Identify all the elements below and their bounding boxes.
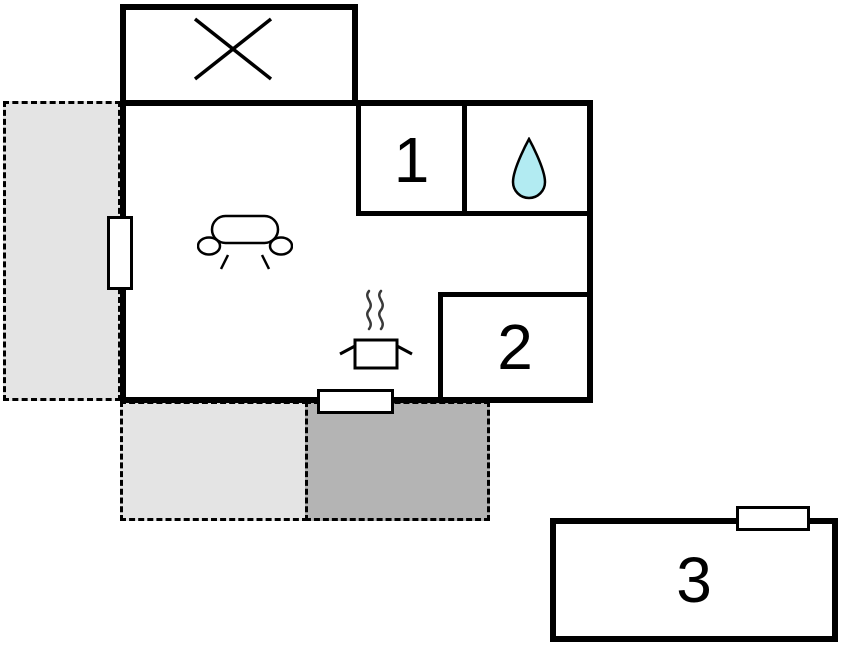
- wall-room1-right: [462, 106, 467, 216]
- building-3: 3: [550, 518, 838, 642]
- window-left-wall: [107, 216, 133, 290]
- window-bottom-wall: [317, 389, 394, 414]
- cooking-pot-icon: [339, 289, 413, 370]
- terrace-left: [3, 101, 121, 401]
- wall-room2-top: [438, 292, 587, 297]
- wall-room2-left: [438, 292, 443, 397]
- room-1-label: 1: [393, 124, 430, 196]
- terrace-bottom-light: [120, 401, 308, 521]
- wall-room1-left: [356, 106, 361, 216]
- sofa-icon: [197, 214, 293, 270]
- water-drop-icon: [511, 137, 547, 200]
- window-building3: [736, 506, 810, 531]
- room-3-label: 3: [676, 544, 712, 616]
- cross-icon: [193, 17, 273, 81]
- wall-room1-bottom: [356, 211, 587, 216]
- terrace-bottom-dark: [305, 401, 490, 521]
- room-2-label: 2: [497, 311, 533, 383]
